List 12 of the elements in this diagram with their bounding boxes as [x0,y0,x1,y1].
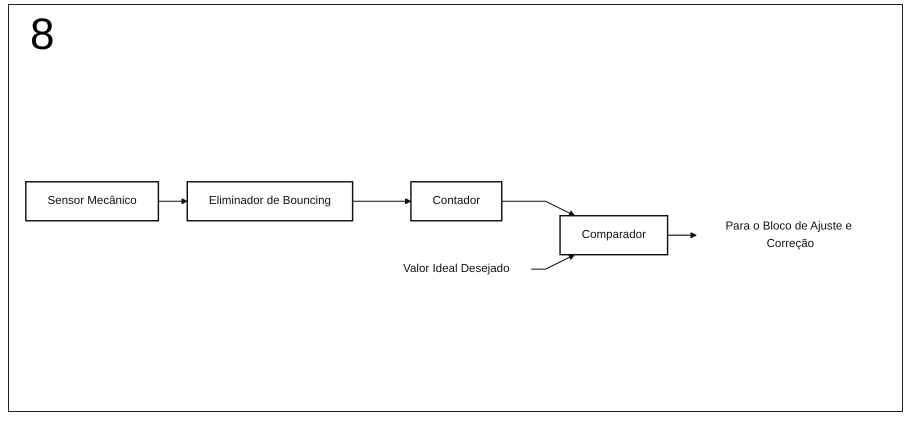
node-box: Eliminador de Bouncing [186,180,354,222]
arrow [352,198,412,204]
arrow [668,232,697,238]
node-box: Comparador [559,214,668,256]
node-box: Contador [410,180,502,222]
arrow [158,198,188,204]
figure-number: 8 [30,10,54,59]
arrow [531,254,575,270]
node-text: Valor Ideal Desejado [403,262,510,275]
node-box: Sensor Mecânico [25,180,160,222]
arrow [502,200,575,216]
node-text: Para o Bloco de Ajuste e Correção [725,220,852,250]
